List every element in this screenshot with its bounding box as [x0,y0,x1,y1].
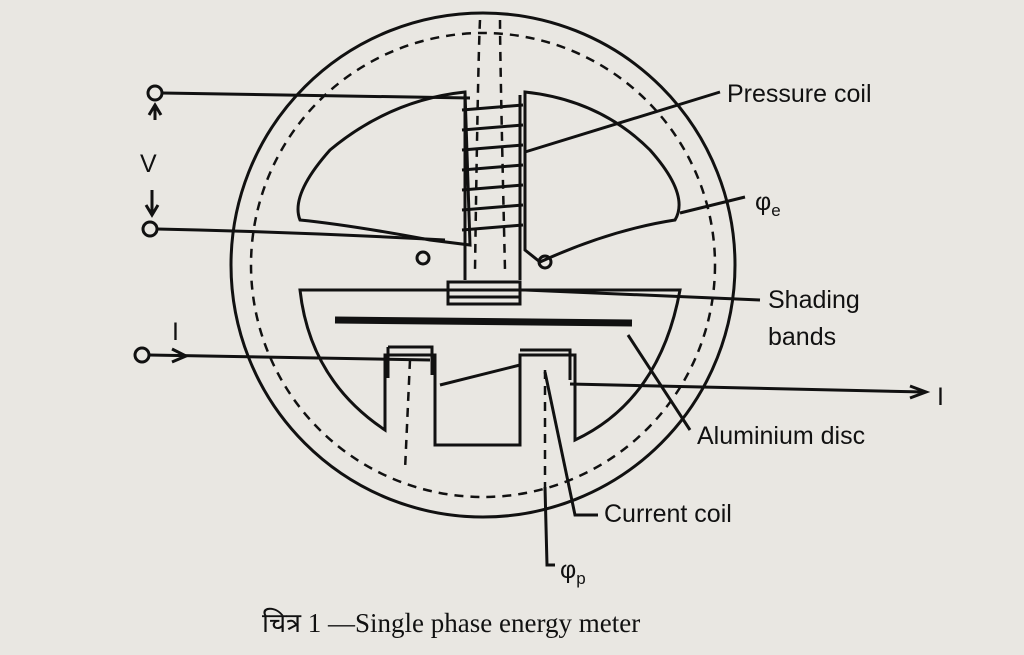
label-shading-1: Shading [768,286,860,314]
upper-magnet-right-window [523,90,681,264]
current-terminal-in [133,346,151,364]
upper-magnet-left-window [296,90,472,247]
label-current-coil: Current coil [604,500,732,528]
label-pressure-coil: Pressure coil [727,80,872,108]
pivot-left [415,250,431,266]
voltage-terminal-bottom [141,220,159,238]
label-phi-e: φe [755,188,781,220]
label-shading-2: bands [768,323,836,351]
lower-magnet-window [298,288,682,447]
aluminium-disc [334,316,633,327]
pointer-pressure-coil [524,90,721,154]
pressure-coil [461,19,524,280]
label-voltage: V [140,150,157,178]
figure-caption: चित्र 1 —Single phase energy meter [262,607,640,638]
meter-outer-ring [229,11,737,519]
voltage-terminal-top [146,84,164,102]
label-aluminium-disc: Aluminium disc [697,422,865,450]
label-phi-p: φp [560,556,586,588]
flux-path-dashed-ring [249,31,717,499]
label-current-in: I [172,318,179,346]
label-current-out: I [937,383,944,411]
pivot-right [537,254,553,270]
shading-bands [446,280,522,306]
